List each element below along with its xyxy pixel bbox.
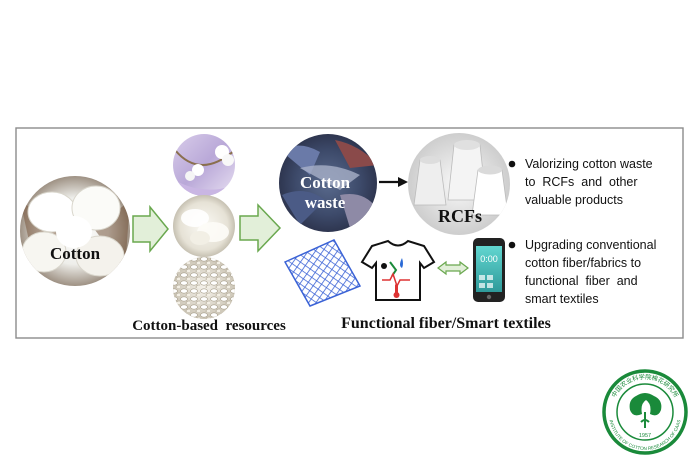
logo-year: 1957 — [639, 433, 651, 439]
bullet-2-line-3: functional fiber and — [525, 274, 638, 288]
cotton-boll-image — [20, 176, 130, 286]
cotton-plant-image — [173, 134, 235, 196]
bullet-2-line-4: smart textiles — [525, 292, 599, 306]
cotton-fibers-image — [173, 195, 235, 257]
black-arrow — [379, 177, 408, 187]
waste-label-line1: Cotton — [300, 173, 351, 192]
functional-label: Functional fiber/Smart textiles — [341, 315, 551, 332]
bullet-1-line-2: to RCFs and other — [525, 175, 638, 189]
block-arrow-1 — [132, 204, 169, 254]
bullet-1-line-3: valuable products — [525, 193, 623, 207]
smart-tshirt-icon — [360, 239, 436, 301]
block-arrow-2 — [239, 203, 282, 253]
mesh-fabric-image — [283, 239, 362, 307]
bullet-dot — [508, 241, 516, 249]
bullet-2-line-1: Upgrading conventional — [525, 238, 656, 252]
bullet-2-line-2: cotton fiber/fabrics to — [525, 256, 641, 270]
double-arrow — [437, 260, 469, 276]
bullet-1-line-1: Valorizing cotton waste — [525, 157, 653, 171]
phone-display: 0:00 — [480, 254, 498, 264]
smartphone-icon — [473, 238, 505, 302]
bullet-2: Upgrading conventional cotton fiber/fabr… — [508, 238, 656, 306]
rcfs-label: RCFs — [438, 206, 482, 226]
bullet-dot — [508, 160, 516, 168]
bullet-1: Valorizing cotton waste to RCFs and othe… — [508, 157, 653, 207]
cotton-label: Cotton — [50, 244, 101, 263]
resources-label: Cotton-based resources — [132, 318, 286, 334]
cotton-seeds-image — [173, 257, 235, 319]
institute-logo: 中国农业科学院棉花研究所 INSTITUTE OF COTTON RESEARC… — [602, 369, 688, 455]
rcf-yarn-image — [408, 133, 510, 235]
waste-label-line2: waste — [305, 193, 346, 212]
cotton-waste-image — [279, 134, 377, 232]
